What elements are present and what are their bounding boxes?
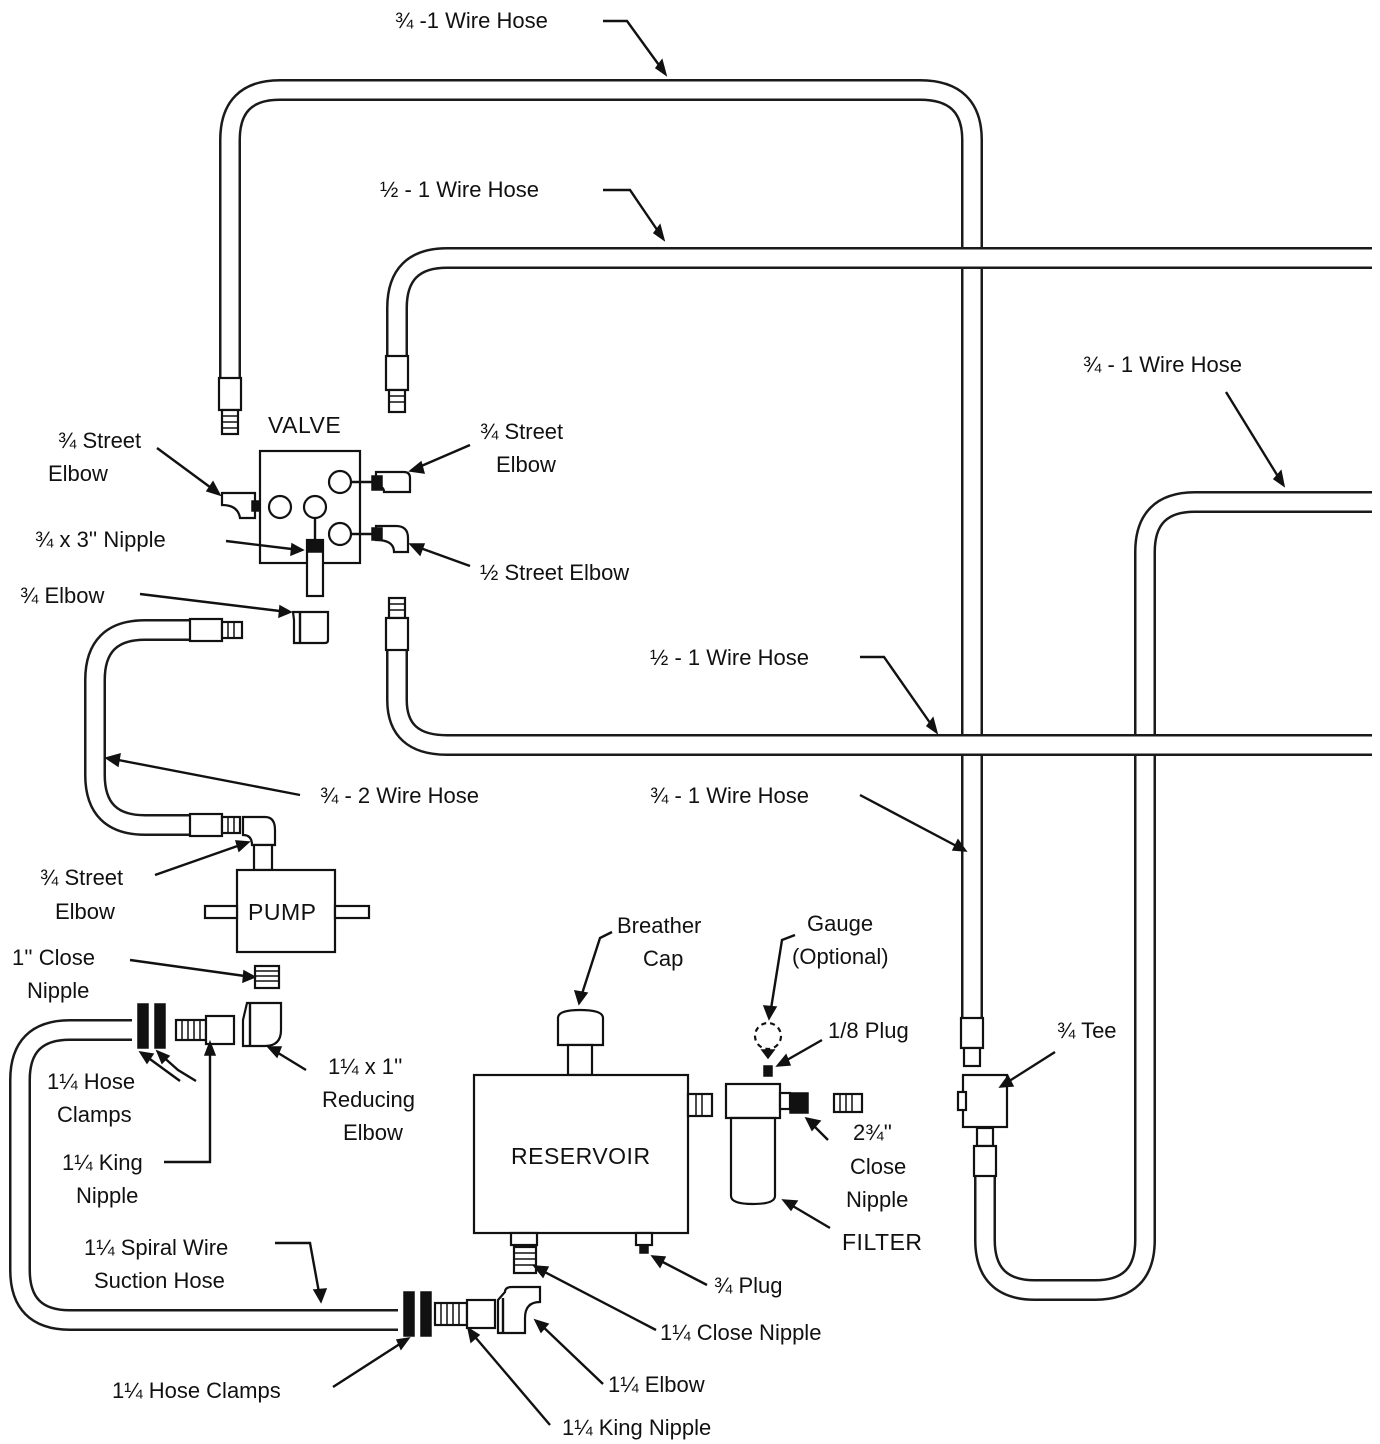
pump-body xyxy=(203,815,371,954)
breather-cap xyxy=(556,1008,605,1077)
label-street-elbow-right-1: ¾ Street xyxy=(480,419,563,444)
hose-clamps-upper xyxy=(137,1003,166,1049)
reducing-elbow xyxy=(241,1001,283,1048)
label-king-nipple-upper-1: 1¼ King xyxy=(62,1150,143,1175)
hose-12-1-top xyxy=(386,247,1372,362)
label-street-elbow-right-2: Elbow xyxy=(496,452,556,477)
label-hose-34-1-mid: ¾ - 1 Wire Hose xyxy=(650,783,809,808)
label-hose-clamps-upper-1: 1¼ Hose xyxy=(47,1069,135,1094)
label-king-nipple-upper-2: Nipple xyxy=(76,1183,138,1208)
king-nipple-lower xyxy=(433,1298,497,1330)
king-nipple-upper xyxy=(174,1014,236,1046)
label-breather-cap-2: Cap xyxy=(643,946,683,971)
label-plug-34: ¾ Plug xyxy=(714,1273,783,1298)
suction-hose xyxy=(9,1019,398,1331)
close-nipple-1in xyxy=(253,964,281,990)
hose-fitting-342-bottom xyxy=(188,812,242,838)
street-elbow-right xyxy=(371,470,412,494)
label-pump-street-elbow-2: Elbow xyxy=(55,899,115,924)
label-reducing-elbow-2: Reducing xyxy=(322,1087,415,1112)
nipple-3in xyxy=(305,538,325,598)
hose-fitting-tee-bottom xyxy=(972,1126,998,1178)
plug-18 xyxy=(763,1065,773,1077)
hose-12-1-mid xyxy=(386,640,1372,756)
label-pump: PUMP xyxy=(248,899,316,925)
label-king-nipple-lower: 1¼ King Nipple xyxy=(562,1415,711,1440)
label-suction-hose-1: 1¼ Spiral Wire xyxy=(84,1235,228,1260)
label-hose-clamps-upper-2: Clamps xyxy=(57,1102,132,1127)
half-street-elbow xyxy=(371,524,410,554)
label-elbow-114: 1¼ Elbow xyxy=(608,1372,705,1397)
hose-34-1-top xyxy=(219,79,983,1020)
label-elbow-34: ¾ Elbow xyxy=(20,583,104,608)
label-reservoir: RESERVOIR xyxy=(511,1143,651,1169)
elbow-34 xyxy=(291,610,330,645)
label-gauge-2: (Optional) xyxy=(792,944,889,969)
label-suction-hose-2: Suction Hose xyxy=(94,1268,225,1293)
label-hose-34-1-right: ¾ - 1 Wire Hose xyxy=(1083,352,1242,377)
label-hose-12-1-mid: ½ - 1 Wire Hose xyxy=(650,645,809,670)
label-close-nipple-114: 1¼ Close Nipple xyxy=(660,1320,821,1345)
gauge-optional xyxy=(753,1021,783,1060)
elbow-114 xyxy=(496,1285,542,1335)
tee-34 xyxy=(956,1073,1009,1129)
hose-fitting-tee-top xyxy=(959,1016,985,1068)
filter-body xyxy=(724,1082,809,1206)
label-breather-cap-1: Breather xyxy=(617,913,701,938)
reservoir-body xyxy=(472,1073,714,1254)
label-nipple-3in: ¾ x 3'' Nipple xyxy=(35,527,166,552)
label-filter: FILTER xyxy=(842,1229,923,1255)
hose-fitting-12-mid xyxy=(384,596,410,652)
hose-34-2 xyxy=(84,619,195,836)
label-street-elbow-left-1: ¾ Street xyxy=(58,428,141,453)
close-nipple-114 xyxy=(509,1231,539,1275)
label-close-nipple-1in-1: 1'' Close xyxy=(12,945,95,970)
label-close-nipple-234-3: Nipple xyxy=(846,1187,908,1212)
label-close-nipple-234-2: Close xyxy=(850,1154,906,1179)
label-hose-clamps-lower: 1¼ Hose Clamps xyxy=(112,1378,281,1403)
close-nipple-234 xyxy=(832,1092,864,1114)
label-hose-12-1-top: ½ - 1 Wire Hose xyxy=(380,177,539,202)
label-valve: VALVE xyxy=(268,412,341,438)
label-tee-34: ¾ Tee xyxy=(1057,1018,1117,1043)
hose-fitting-342-top xyxy=(188,617,244,643)
hose-fitting-valve-left xyxy=(217,376,243,436)
label-half-street-elbow: ½ Street Elbow xyxy=(480,560,629,585)
label-reducing-elbow-3: Elbow xyxy=(343,1120,403,1145)
label-close-nipple-234-1: 2¾'' xyxy=(853,1120,892,1145)
label-reducing-elbow-1: 1¼ x 1'' xyxy=(328,1054,402,1079)
leader-lines xyxy=(104,19,1286,1426)
labels: ¾ -1 Wire Hose ½ - 1 Wire Hose ¾ - 1 Wir… xyxy=(12,8,1242,1440)
label-gauge-1: Gauge xyxy=(807,911,873,936)
street-elbow-left xyxy=(220,491,261,520)
hose-34-1-right xyxy=(974,491,1372,1301)
label-hose-34-1-top: ¾ -1 Wire Hose xyxy=(395,8,548,33)
label-plug-18: 1/8 Plug xyxy=(828,1018,909,1043)
label-pump-street-elbow-1: ¾ Street xyxy=(40,865,123,890)
label-hose-34-2: ¾ - 2 Wire Hose xyxy=(320,783,479,808)
hose-fitting-valve-right xyxy=(384,354,410,414)
valve-body xyxy=(258,449,375,565)
hose-clamps-lower xyxy=(403,1291,432,1337)
label-close-nipple-1in-2: Nipple xyxy=(27,978,89,1003)
label-street-elbow-left-2: Elbow xyxy=(48,461,108,486)
